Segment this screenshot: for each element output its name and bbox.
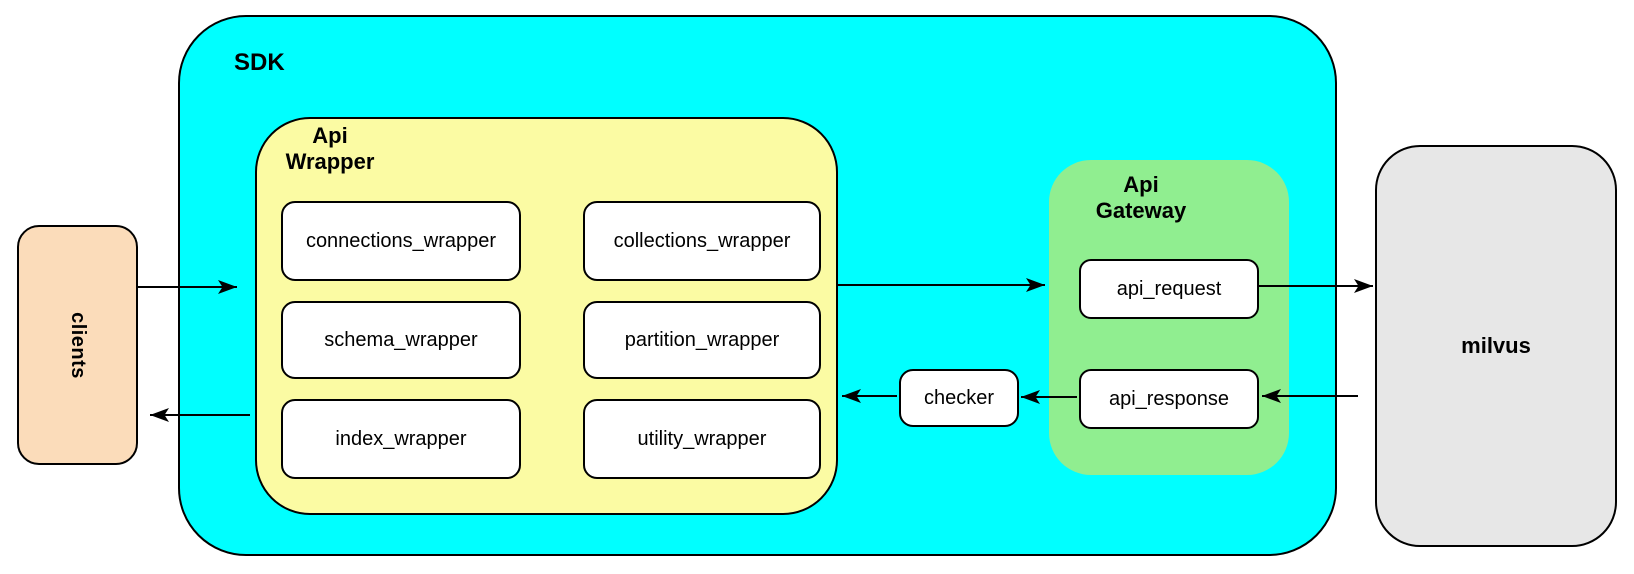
partition-wrapper-node: partition_wrapper — [583, 301, 821, 379]
checker-node: checker — [899, 369, 1019, 427]
api-gateway-container: Api Gateway api_request api_response — [1049, 160, 1289, 475]
wrapper-modules-grid: connections_wrapper collections_wrapper … — [281, 201, 821, 479]
utility-wrapper-node: utility_wrapper — [583, 399, 821, 479]
api-request-node: api_request — [1079, 259, 1259, 319]
api-gateway-label-line2: Gateway — [1095, 198, 1187, 223]
sdk-label: SDK — [234, 49, 285, 76]
clients-node: clients — [17, 225, 138, 465]
api-wrapper-label-line2: Wrapper — [285, 149, 375, 174]
connections-wrapper-node: connections_wrapper — [281, 201, 521, 281]
clients-label: clients — [66, 311, 89, 379]
schema-wrapper-node: schema_wrapper — [281, 301, 521, 379]
api-gateway-label: Api Gateway — [1071, 172, 1211, 224]
api-gateway-label-line1: Api — [1123, 172, 1159, 197]
index-wrapper-node: index_wrapper — [281, 399, 521, 479]
api-response-node: api_response — [1079, 369, 1259, 429]
sdk-container: SDK Api Wrapper connections_wrapper coll… — [178, 15, 1337, 556]
api-wrapper-container: Api Wrapper connections_wrapper collecti… — [255, 117, 838, 515]
milvus-label: milvus — [1461, 333, 1531, 358]
api-wrapper-label: Api Wrapper — [271, 123, 389, 175]
collections-wrapper-node: collections_wrapper — [583, 201, 821, 281]
api-wrapper-label-line1: Api — [312, 123, 348, 148]
milvus-node: milvus — [1375, 145, 1617, 547]
